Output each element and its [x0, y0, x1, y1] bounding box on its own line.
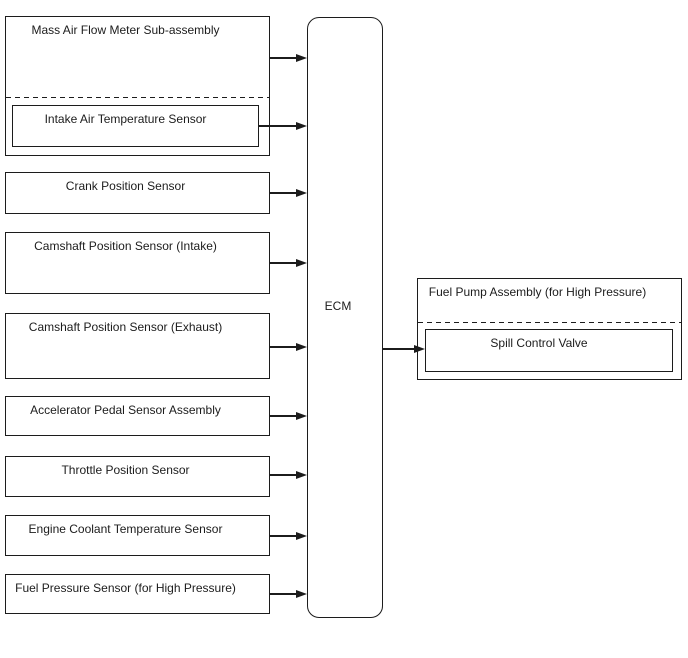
arrow-ecm-to-spill-control-valve: [383, 344, 425, 354]
arrow-shaft: [270, 262, 298, 264]
arrow-shaft: [270, 346, 298, 348]
arrow-shaft: [270, 415, 298, 417]
arrow-cam-exhaust-to-ecm: [270, 342, 307, 352]
block-mass-air-flow-meter: Mass Air Flow Meter Sub-assembly Intake …: [5, 16, 270, 156]
block-label: Camshaft Position Sensor (Intake): [34, 239, 217, 253]
arrow-ect-to-ecm: [270, 531, 307, 541]
block-ecm: ECM: [307, 17, 383, 618]
arrow-iat-to-ecm: [259, 121, 307, 131]
arrow-crank-to-ecm: [270, 188, 307, 198]
arrow-fuel-pressure-to-ecm: [270, 589, 307, 599]
arrow-maf-to-ecm: [270, 53, 307, 63]
block-label: Intake Air Temperature Sensor: [44, 112, 207, 126]
arrowhead-right-icon: [296, 589, 307, 598]
dashed-divider: [6, 97, 269, 98]
block-throttle-position-sensor: Throttle Position Sensor: [5, 456, 270, 497]
arrow-cam-intake-to-ecm: [270, 258, 307, 268]
block-label: Fuel Pressure Sensor (for High Pressure): [15, 581, 236, 595]
arrowhead-right-icon: [296, 531, 307, 540]
ecm-label: ECM: [324, 298, 352, 313]
block-label: Throttle Position Sensor: [61, 463, 190, 477]
block-label: Fuel Pump Assembly (for High Pressure): [428, 285, 647, 299]
arrow-shaft: [270, 57, 298, 59]
arrow-shaft: [270, 474, 298, 476]
block-crank-position-sensor: Crank Position Sensor: [5, 172, 270, 214]
arrowhead-right-icon: [296, 470, 307, 479]
arrow-shaft: [270, 593, 298, 595]
block-label: Spill Control Valve: [490, 336, 588, 350]
arrowhead-right-icon: [296, 411, 307, 420]
block-intake-air-temperature-sensor: Intake Air Temperature Sensor: [12, 105, 259, 147]
block-label: Accelerator Pedal Sensor Assembly: [30, 403, 221, 417]
block-engine-coolant-temperature-sensor: Engine Coolant Temperature Sensor: [5, 515, 270, 556]
arrow-shaft: [259, 125, 298, 127]
arrow-throttle-to-ecm: [270, 470, 307, 480]
arrowhead-right-icon: [296, 53, 307, 62]
arrow-accel-pedal-to-ecm: [270, 411, 307, 421]
block-label: Engine Coolant Temperature Sensor: [28, 522, 223, 536]
arrowhead-right-icon: [296, 121, 307, 130]
block-camshaft-position-sensor-exhaust: Camshaft Position Sensor (Exhaust): [5, 313, 270, 379]
block-label: Camshaft Position Sensor (Exhaust): [28, 320, 223, 334]
block-label: Mass Air Flow Meter Sub-assembly: [31, 23, 220, 37]
arrowhead-right-icon: [414, 344, 425, 353]
block-camshaft-position-sensor-intake: Camshaft Position Sensor (Intake): [5, 232, 270, 294]
dashed-divider: [418, 322, 681, 323]
block-fuel-pressure-sensor: Fuel Pressure Sensor (for High Pressure): [5, 574, 270, 614]
arrow-shaft: [383, 348, 416, 350]
block-fuel-pump-assembly: Fuel Pump Assembly (for High Pressure) S…: [417, 278, 682, 380]
block-accelerator-pedal-sensor: Accelerator Pedal Sensor Assembly: [5, 396, 270, 436]
block-label: Crank Position Sensor: [65, 179, 186, 193]
arrowhead-right-icon: [296, 258, 307, 267]
arrowhead-right-icon: [296, 188, 307, 197]
block-spill-control-valve: Spill Control Valve: [425, 329, 673, 372]
arrow-shaft: [270, 192, 298, 194]
arrow-shaft: [270, 535, 298, 537]
arrowhead-right-icon: [296, 342, 307, 351]
